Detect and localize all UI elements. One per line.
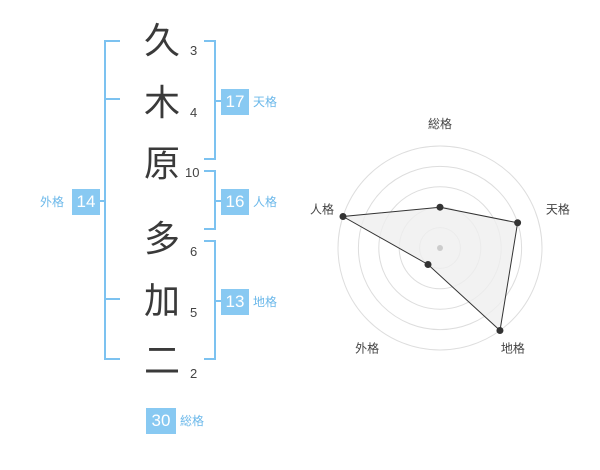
stroke-count-2: 4 <box>190 105 198 120</box>
gaikaku-connector <box>98 200 106 202</box>
soukaku-label: 総格 <box>180 414 205 428</box>
radar-grid-ring-4 <box>357 165 523 331</box>
name-char-6: 二 <box>143 341 180 382</box>
radar-axis-label-1: 総格 <box>428 116 452 131</box>
name-char-4: 多 <box>143 219 180 260</box>
name-char-2: 木 <box>143 83 180 124</box>
name-char-3: 原 <box>143 144 180 185</box>
tenkaku-value-badge: 17 <box>221 89 249 115</box>
gaikaku-tick-2 <box>104 298 120 300</box>
gaikaku-label: 外格 <box>40 195 65 209</box>
jinkaku-label: 人格 <box>253 195 278 209</box>
name-char-1: 久 <box>143 21 180 62</box>
name-char-5: 加 <box>143 281 180 322</box>
radar-axis-label-2: 天格 <box>546 202 570 217</box>
chikaku-label: 地格 <box>253 295 278 309</box>
radar-axis-label-5: 人格 <box>310 202 334 217</box>
jinkaku-connector <box>214 200 222 202</box>
radar-point-1 <box>436 203 444 211</box>
soukaku-value-badge: 30 <box>146 408 176 434</box>
radar-series-polygon <box>341 206 519 332</box>
radar-point-2 <box>514 219 522 227</box>
stroke-count-3: 10 <box>185 165 200 180</box>
stroke-count-4: 6 <box>190 244 198 259</box>
jinkaku-value-badge: 16 <box>221 189 249 215</box>
stroke-count-6: 2 <box>190 366 198 381</box>
gaikaku-tick-1 <box>104 98 120 100</box>
radar-center-dot <box>437 245 443 251</box>
radar-axis-label-3: 地格 <box>501 340 525 355</box>
radar-point-4 <box>424 261 432 269</box>
tenkaku-label: 天格 <box>253 95 278 109</box>
tenkaku-connector <box>214 100 222 102</box>
chikaku-connector <box>214 300 222 302</box>
radar-axis-label-4: 外格 <box>355 340 379 355</box>
radar-grid-ring-5 <box>337 145 543 351</box>
chikaku-value-badge: 13 <box>221 289 249 315</box>
radar-point-3 <box>496 327 504 335</box>
gaikaku-value-badge: 14 <box>72 189 100 215</box>
stroke-count-5: 5 <box>190 305 198 320</box>
stroke-count-1: 3 <box>190 43 198 58</box>
radar-point-5 <box>339 212 347 220</box>
